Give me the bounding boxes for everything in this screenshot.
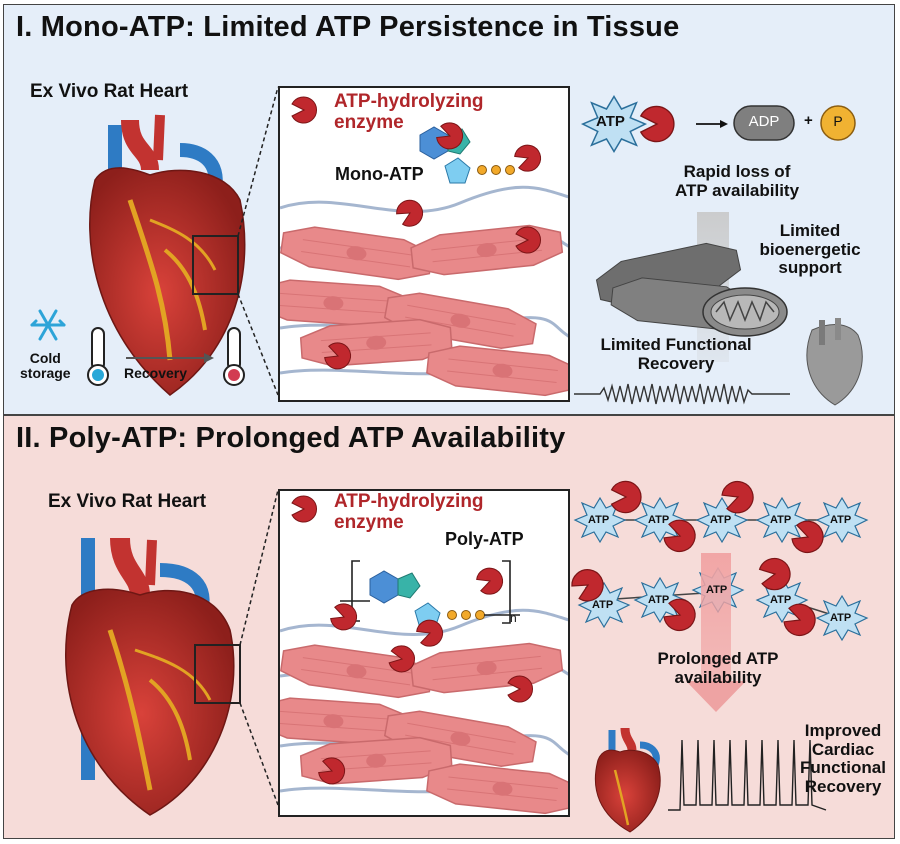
cold-storage-line-1: Cold — [29, 350, 61, 366]
heart-label-1: Ex Vivo Rat Heart — [30, 81, 189, 102]
atp-chain-label: ATP — [706, 584, 728, 596]
rapid-loss-label: Rapid loss of ATP availability — [652, 162, 822, 200]
rapid-loss-line-1: Rapid loss of — [683, 162, 791, 181]
prolonged-line-1: Prolonged ATP — [657, 649, 779, 668]
enzyme-label-1: ATP-hydrolyzing enzyme — [334, 91, 484, 134]
functional-line-1: Limited Functional — [600, 335, 752, 354]
improved-line-1: Improved — [804, 721, 882, 740]
bioenergetic-line-3: support — [778, 258, 842, 278]
tissue-zoom-box-2 — [278, 489, 570, 817]
panel2-title: II. Poly-ATP: Prolonged ATP Availability — [16, 422, 566, 454]
bioenergetic-line-2: bioenergetic — [759, 239, 861, 259]
subscript-n: n — [510, 611, 517, 625]
enzyme-label-2: ATP-hydrolyzing enzyme — [334, 491, 484, 534]
mitochondrion-icon — [702, 287, 788, 337]
atp-text-1: ATP — [596, 113, 625, 130]
atp-chain-label: ATP — [648, 514, 670, 526]
atp-chain-label: ATP — [770, 594, 792, 606]
adp-pill — [733, 105, 795, 141]
adp-text: ADP — [748, 113, 780, 130]
thermometer-cold-icon — [87, 327, 109, 386]
bioenergetic-label: Limited bioenergetic support — [740, 221, 880, 278]
prolonged-line-2: availability — [674, 667, 762, 687]
tissue-zoom-box-1 — [278, 86, 570, 402]
rapid-loss-line-2: ATP availability — [674, 180, 800, 200]
enzyme-label-1-line-1: ATP-hydrolyzing — [334, 91, 484, 112]
enzyme-label-2-line-1: ATP-hydrolyzing — [334, 491, 484, 512]
bioenergetic-line-1: Limited — [779, 221, 841, 240]
atp-chain-label: ATP — [648, 594, 670, 606]
atp-chain-label: ATP — [830, 514, 852, 526]
thermometer-warm-icon — [223, 327, 245, 386]
cold-storage-line-2: storage — [20, 365, 71, 382]
zoom-region-box-2 — [194, 644, 241, 704]
cold-storage-label: Cold storage — [20, 350, 71, 382]
grey-heart-icon — [806, 318, 863, 406]
zoom-line — [239, 489, 279, 646]
healthy-heart-icon — [594, 727, 661, 833]
prolonged-label: Prolonged ATP availability — [638, 649, 798, 687]
panel1-title: I. Mono-ATP: Limited ATP Persistence in … — [16, 11, 680, 43]
zoom-line — [239, 702, 279, 806]
enzyme-label-1-line-2: enzyme — [334, 111, 404, 133]
tissue-graphics-1 — [280, 96, 568, 400]
recovery-label: Recovery — [124, 365, 188, 381]
prolonged-arrow — [686, 553, 746, 712]
weak-ecg-trace — [574, 383, 790, 405]
phosphate-text: P — [833, 113, 843, 129]
atp-chain-label: ATP — [588, 514, 610, 526]
atp-chain-label: ATP — [592, 599, 614, 611]
mono-atp-label: Mono-ATP — [335, 164, 424, 184]
tissue-graphics-2 — [280, 495, 568, 815]
improved-label: Improved Cardiac Functional Recovery — [800, 721, 886, 797]
zoom-line — [237, 86, 279, 237]
atp-chain-label: ATP — [710, 514, 732, 526]
improved-line-2: Cardiac — [811, 739, 875, 759]
atp-chain-label: ATP — [830, 612, 852, 624]
strong-ecg-trace — [668, 739, 827, 811]
functional-line-2: Recovery — [637, 353, 715, 373]
poly-atp-chains — [567, 476, 868, 641]
poly-atp-label: Poly-ATP — [445, 529, 524, 549]
heart-illustration-2 — [65, 537, 235, 816]
plus-sign: + — [804, 112, 813, 129]
improved-line-4: Recovery — [804, 777, 882, 797]
improved-line-3: Functional — [800, 758, 886, 778]
zoom-region-box-1 — [192, 235, 239, 295]
functional-label-1: Limited Functional Recovery — [578, 335, 774, 373]
heart-label-2: Ex Vivo Rat Heart — [48, 491, 207, 512]
snowflake-icon — [30, 309, 66, 341]
phosphate-circle — [820, 105, 856, 141]
enzyme-label-2-line-2: enzyme — [334, 511, 404, 533]
atp-chain-label: ATP — [770, 514, 792, 526]
